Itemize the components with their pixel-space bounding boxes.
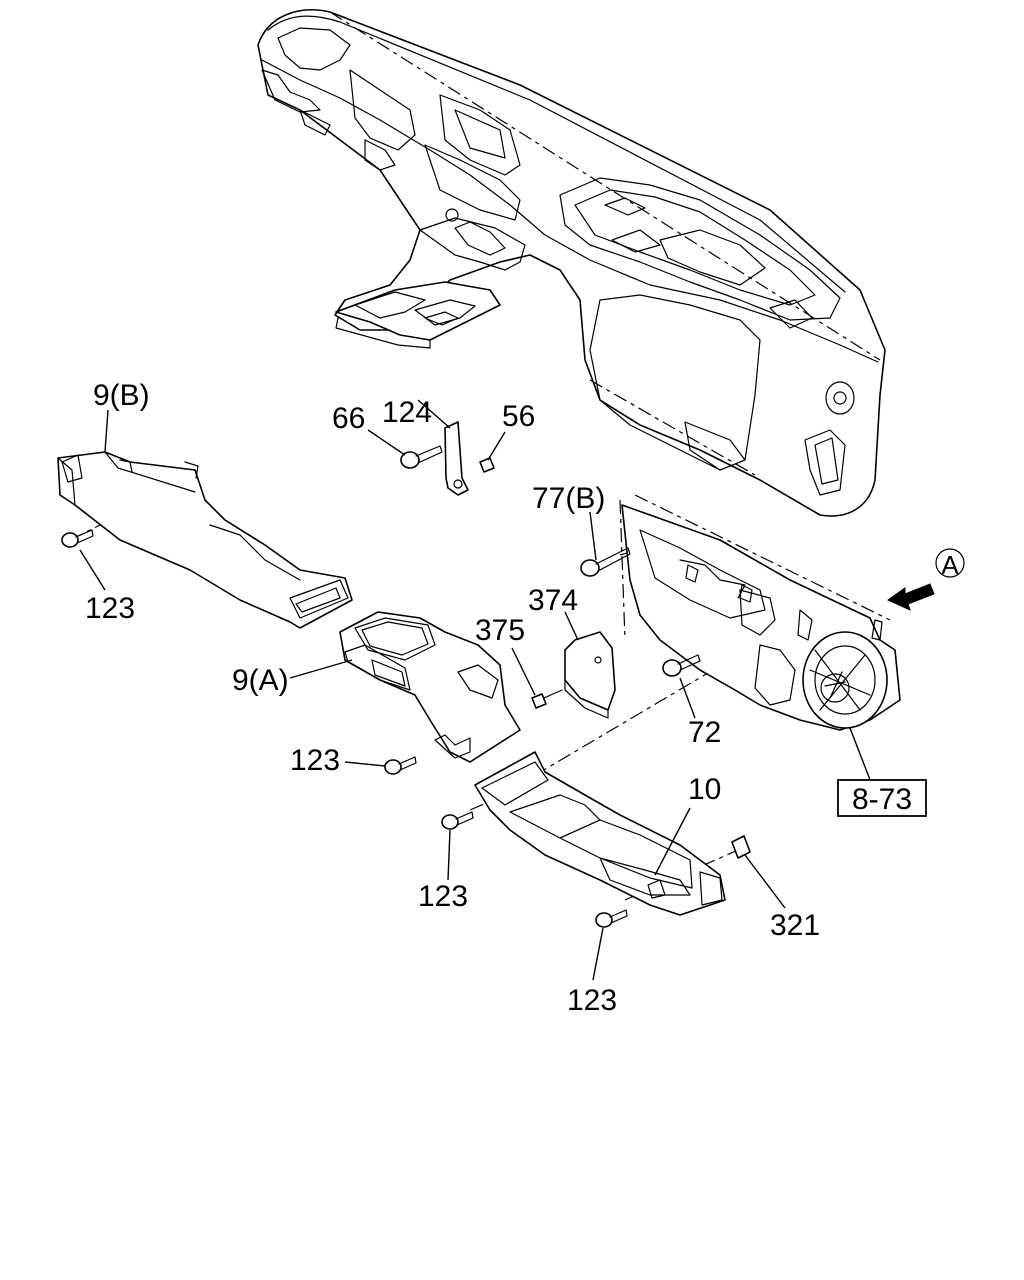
label-374: 374 [528, 584, 578, 617]
label-77b: 77(B) [532, 482, 605, 515]
label-123-d: 123 [567, 984, 617, 1017]
leader-lines [79, 399, 873, 981]
bolt-77b [580, 547, 631, 577]
label-9a: 9(A) [232, 664, 289, 697]
label-124: 124 [382, 396, 432, 429]
label-10: 10 [688, 773, 721, 806]
clip-321 [731, 835, 751, 859]
label-375: 375 [475, 614, 525, 647]
screw-123-c [441, 811, 474, 830]
label-72: 72 [688, 716, 721, 749]
screw-123-d [595, 909, 628, 928]
screw-123-a [61, 529, 94, 548]
bracket-124 [444, 421, 469, 496]
duct-10 [474, 751, 726, 916]
label-321: 321 [770, 909, 820, 942]
view-marker-label: A [941, 550, 959, 580]
label-123-a: 123 [85, 592, 135, 625]
label-56: 56 [502, 400, 535, 433]
reference-box[interactable]: 8-73 [837, 779, 927, 817]
screw-375 [531, 689, 563, 709]
screw-123-b [384, 756, 417, 775]
view-arrow: A [886, 548, 965, 611]
reference-box-label: 8-73 [852, 783, 912, 816]
label-66: 66 [332, 402, 365, 435]
label-123-c: 123 [418, 880, 468, 913]
fasteners [61, 445, 751, 928]
bolt-72 [662, 654, 701, 677]
label-9b: 9(B) [93, 379, 150, 412]
nut-56 [479, 457, 495, 473]
callout-labels: 9(B) 124 66 56 123 77(B) 374 375 9(A) 72… [85, 379, 820, 1017]
bracket-374 [564, 631, 616, 719]
instrument-panel [257, 9, 886, 517]
bolt-66 [400, 445, 443, 469]
duct-9a [339, 611, 521, 763]
duct-9b [57, 451, 353, 629]
heater-unit [621, 504, 901, 731]
label-123-b: 123 [290, 744, 340, 777]
